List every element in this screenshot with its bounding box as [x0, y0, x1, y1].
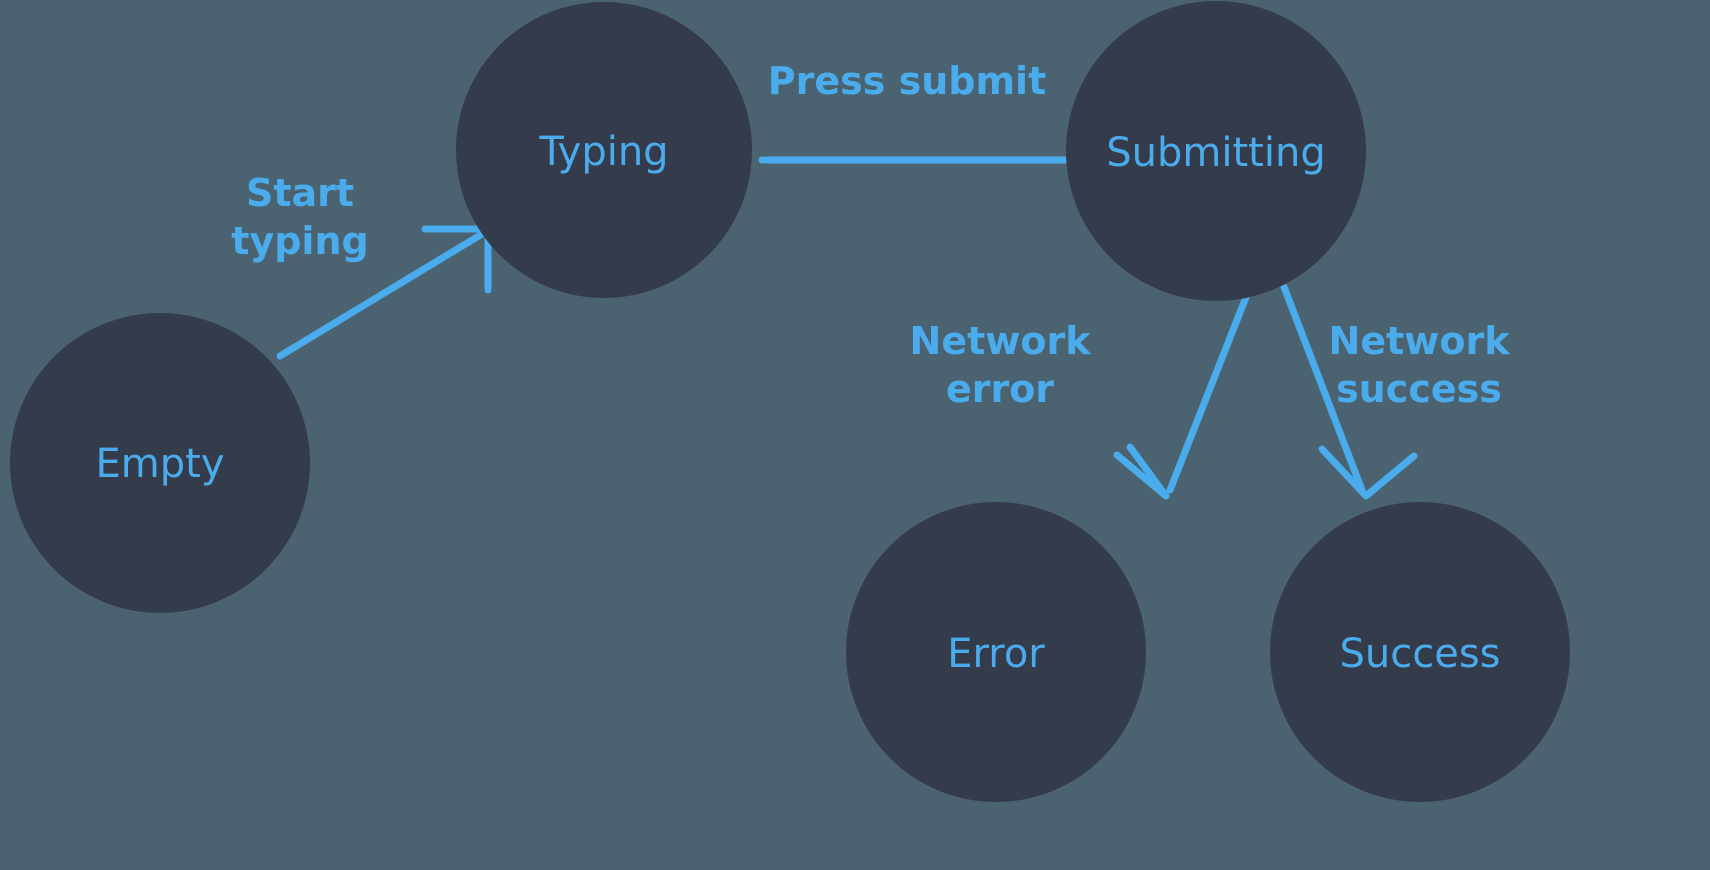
arrowhead-network-error: [1113, 443, 1170, 500]
node-empty-label: Empty: [96, 441, 225, 487]
node-error-circle[interactable]: [846, 502, 1146, 802]
node-success[interactable]: Success: [1270, 502, 1570, 802]
node-submitting[interactable]: Submitting: [1066, 1, 1366, 301]
node-submitting-label: Submitting: [1106, 130, 1325, 176]
edge-label-network-error-line-1: Network: [910, 319, 1092, 363]
edge-label-network-success: Network success: [1329, 319, 1511, 411]
node-success-circle[interactable]: [1270, 502, 1570, 802]
edge-line-start-typing: [276, 227, 491, 360]
edge-label-network-success-line-2: success: [1336, 367, 1502, 411]
node-typing[interactable]: Typing: [456, 2, 752, 298]
edge-label-press-submit-line-1: Press submit: [768, 59, 1047, 103]
edge-label-press-submit: Press submit: [768, 59, 1047, 103]
edge-label-network-error: Network error: [910, 319, 1092, 411]
node-typing-circle[interactable]: [456, 2, 752, 298]
node-error[interactable]: Error: [846, 502, 1146, 802]
edge-line-network-success: [1280, 283, 1366, 494]
edge-network-error: [1113, 283, 1254, 500]
node-submitting-circle[interactable]: [1066, 1, 1366, 301]
edge-label-start-typing-line-1: Start: [246, 171, 354, 215]
arrowhead-network-success: [1318, 445, 1418, 500]
edge-label-network-success-line-1: Network: [1329, 319, 1511, 363]
edge-line-network-error: [1166, 283, 1254, 494]
node-success-label: Success: [1339, 631, 1500, 677]
edge-network-success: [1280, 283, 1418, 500]
node-empty[interactable]: Empty: [10, 313, 310, 613]
edge-label-network-error-line-2: error: [946, 367, 1054, 411]
node-error-label: Error: [947, 631, 1045, 677]
node-typing-label: Typing: [538, 129, 668, 175]
edge-label-start-typing-line-2: typing: [231, 219, 368, 263]
edge-label-start-typing: Start typing: [231, 171, 368, 263]
node-empty-circle[interactable]: [10, 313, 310, 613]
